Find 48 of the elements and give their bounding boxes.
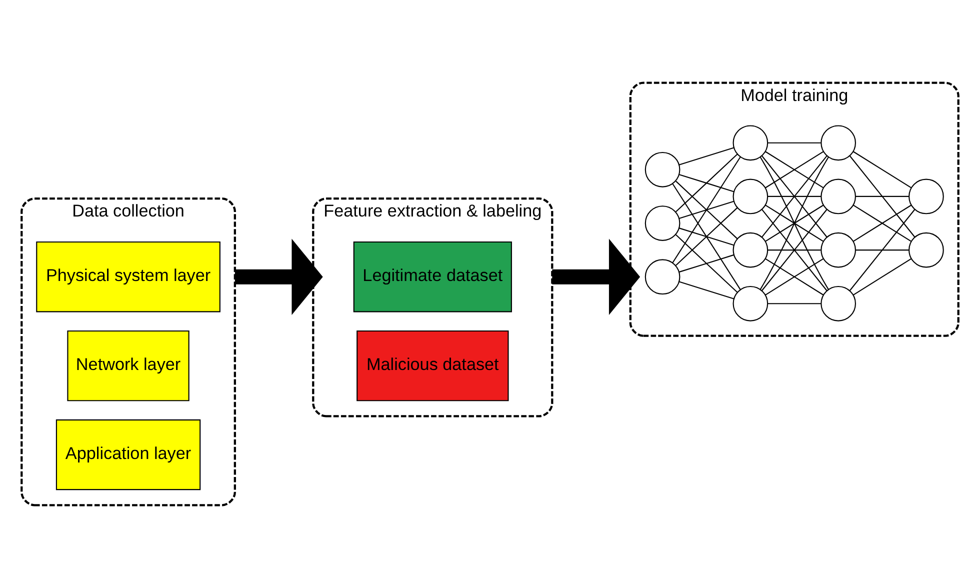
node-circle	[820, 232, 856, 268]
connector	[856, 250, 909, 251]
connector	[768, 196, 821, 197]
connector	[676, 154, 738, 212]
connector	[765, 204, 824, 242]
connector	[679, 174, 734, 192]
node-circle	[820, 178, 856, 214]
cluster: Model training	[629, 82, 960, 337]
connector	[676, 234, 738, 293]
connector	[676, 207, 738, 266]
connector	[672, 184, 741, 290]
node-circle	[644, 206, 680, 241]
connector	[852, 258, 912, 296]
node-circle	[732, 178, 768, 214]
node-box: Malicious dataset	[356, 330, 509, 402]
arrow	[552, 238, 640, 315]
connector	[679, 254, 734, 272]
node-circle	[732, 286, 768, 322]
node-circle	[908, 232, 944, 268]
connector	[679, 200, 734, 219]
arrow	[234, 238, 323, 315]
node-circle	[820, 125, 856, 161]
connector	[765, 151, 824, 188]
node-circle	[908, 178, 944, 214]
connector	[852, 151, 912, 188]
connector	[765, 258, 824, 296]
connector	[850, 156, 916, 238]
connector	[676, 180, 738, 240]
node-box: Network layer	[67, 330, 190, 402]
node-box: Physical system layer	[36, 241, 220, 312]
connector	[856, 196, 909, 197]
connector	[850, 209, 916, 291]
connector	[679, 228, 734, 246]
connector	[768, 250, 821, 251]
connector	[768, 142, 821, 144]
connector	[679, 147, 734, 166]
node-box: Application layer	[56, 419, 201, 490]
node-box: Legitimate dataset	[353, 241, 512, 312]
node-circle	[644, 259, 680, 295]
node-circle	[644, 152, 680, 188]
connector	[672, 156, 741, 263]
node-circle	[820, 286, 856, 322]
connector	[768, 303, 821, 304]
node-circle	[732, 125, 768, 161]
node-circle	[732, 232, 768, 268]
connector	[852, 204, 912, 242]
connector	[679, 281, 734, 300]
connector	[760, 156, 829, 290]
